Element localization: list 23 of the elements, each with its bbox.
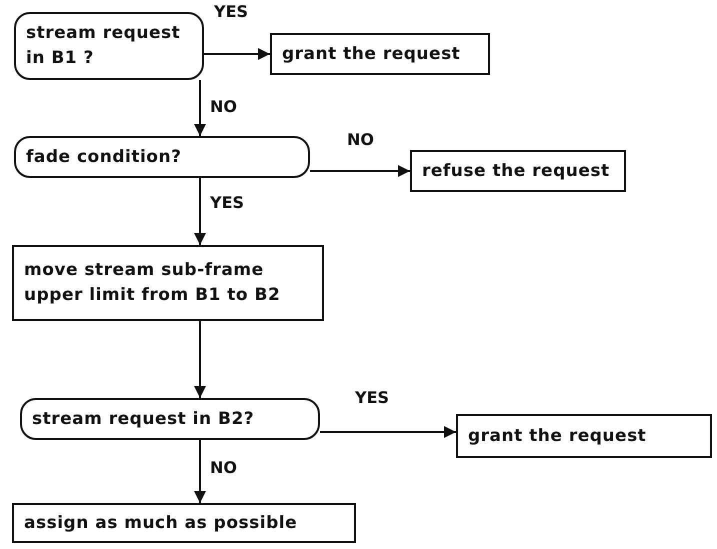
decision-box [20, 398, 320, 440]
node-text: stream request in B1 ? [26, 22, 182, 70]
node-text: move stream sub-frame upper limit from B1 to B2 [24, 259, 282, 307]
decision-box [14, 136, 310, 178]
node-text: refuse the request [422, 160, 610, 183]
process-box [270, 33, 490, 75]
arrow [204, 48, 270, 60]
arrow [194, 321, 206, 398]
arrow [194, 80, 206, 136]
process-box [410, 150, 626, 192]
node-text: grant the request [282, 42, 460, 66]
process-box [456, 414, 712, 458]
arrow [194, 178, 206, 245]
arrow [194, 440, 206, 503]
decision-box [14, 12, 204, 80]
process-box [12, 503, 356, 543]
node-text: assign as much as possible [24, 512, 298, 535]
node-text: fade condition? [26, 146, 182, 169]
node-text: stream request in B2? [32, 408, 254, 431]
arrow [320, 426, 456, 438]
node-text: grant the request [468, 424, 646, 448]
process-box [12, 245, 324, 321]
arrow [310, 165, 410, 177]
